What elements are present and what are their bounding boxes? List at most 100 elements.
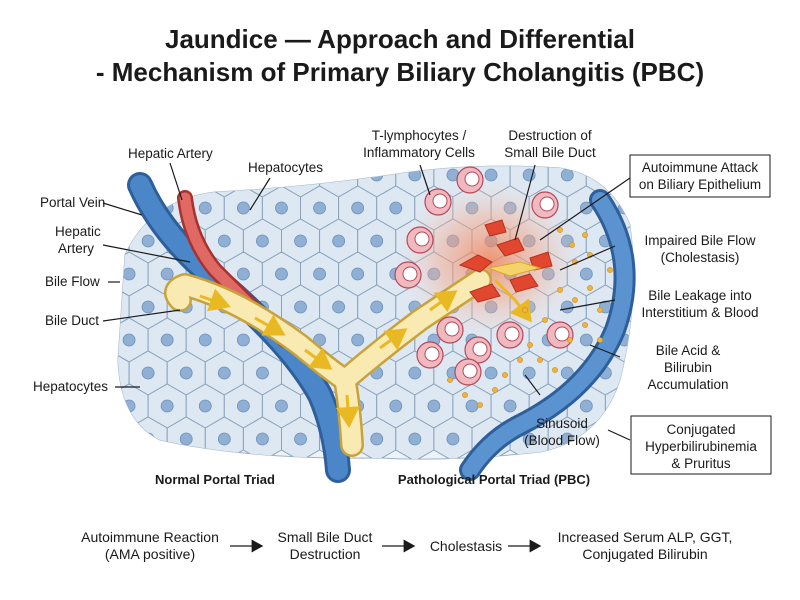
label-accumulation-line2: Bilirubin <box>664 360 712 375</box>
bile-leak-dot <box>569 242 575 248</box>
hepatocyte-nucleus <box>370 234 384 248</box>
caption-normal-portal-triad: Normal Portal Triad <box>155 472 275 487</box>
t-lymphocyte-nucleus <box>414 231 430 247</box>
hepatocyte-nucleus <box>351 201 365 215</box>
bile-leak-dot <box>607 267 613 273</box>
hepatocyte-nucleus <box>598 432 612 446</box>
hepatocyte-nucleus <box>217 234 231 248</box>
hepatocyte-nucleus <box>332 234 346 248</box>
bile-leak-dot <box>597 337 603 343</box>
label-conjugated-line2: Hyperbilirubinemia <box>645 439 757 454</box>
leader-lines <box>102 162 631 441</box>
flow-step-3: Cholestasis <box>430 538 502 554</box>
hepatocyte-nucleus <box>104 433 116 445</box>
label-hepatic-artery-line2: Artery <box>58 241 94 256</box>
bile-leak-dot <box>597 307 603 313</box>
flow-step-1-line2: (AMA positive) <box>105 546 195 562</box>
label-accumulation-line3: Accumulation <box>647 377 728 392</box>
hepatocyte-nucleus <box>236 201 250 215</box>
label-bile-duct: Bile Duct <box>45 313 99 328</box>
hepatocyte-nucleus <box>217 432 231 446</box>
hepatocyte-nucleus <box>104 301 116 313</box>
flow-step-4-line2: Conjugated Bilirubin <box>582 546 707 562</box>
label-destruction-line1: Destruction of <box>508 128 592 143</box>
hepatocyte-nucleus <box>522 366 536 380</box>
label-conjugated-line3: & Pruritus <box>671 456 731 471</box>
hepatocyte-nucleus <box>408 366 422 380</box>
hepatocyte-nucleus <box>695 202 707 214</box>
t-lymphocyte-nucleus <box>554 326 570 342</box>
hepatocyte-nucleus <box>256 234 269 248</box>
bile-leak-dot <box>517 357 523 363</box>
label-t-lymphocytes-line2: Inflammatory Cells <box>363 145 475 160</box>
title-line-1: Jaundice — Approach and Differential <box>164 24 635 54</box>
hepatocyte-nucleus <box>141 234 155 248</box>
hepatocyte-nucleus <box>408 432 422 446</box>
hepatocyte-nucleus <box>236 399 250 413</box>
flow-step-2-line2: Destruction <box>290 546 361 562</box>
hepatocyte-nucleus <box>198 201 212 215</box>
bile-leakage-dots <box>447 227 613 408</box>
t-lymphocyte-nucleus <box>402 266 418 282</box>
t-lymphocyte-nucleus <box>424 346 440 362</box>
hepatocyte-nucleus <box>522 168 536 182</box>
flow-step-1-line1: Autoimmune Reaction <box>81 529 219 545</box>
hepatocyte-nucleus <box>160 267 174 281</box>
hepatocyte-cell <box>118 416 130 460</box>
hepatocyte-nucleus <box>389 399 403 413</box>
label-sinusoid-line2: (Blood Flow) <box>524 433 600 448</box>
t-lymphocytes <box>394 166 574 386</box>
hepatocyte-nucleus <box>179 366 193 380</box>
label-t-lymphocytes-line1: T-lymphocytes / <box>372 128 467 143</box>
label-destruction-line2: Small Bile Duct <box>504 145 596 160</box>
hepatocyte-nucleus <box>104 169 116 181</box>
caption-pathological-portal-triad: Pathological Portal Triad (PBC) <box>398 472 590 487</box>
t-lymphocyte-nucleus <box>444 321 460 337</box>
bile-leak-dot <box>502 372 508 378</box>
hepatocyte-nucleus <box>141 432 155 446</box>
hepatocyte-nucleus <box>370 168 384 182</box>
label-bile-flow: Bile Flow <box>45 274 100 289</box>
bile-leak-dot <box>582 232 588 238</box>
damaged-duct-fragments <box>458 219 553 323</box>
hepatocyte-nucleus <box>465 399 479 413</box>
hepatocyte-nucleus <box>332 300 346 314</box>
hepatocyte-nucleus <box>579 399 593 413</box>
hepatocyte-nucleus <box>484 366 498 380</box>
hepatocyte-nucleus <box>160 399 174 413</box>
hepatocyte-nucleus <box>294 300 307 314</box>
label-autoimmune-line1: Autoimmune Attack <box>642 160 759 175</box>
hepatocyte-nucleus <box>122 333 136 347</box>
label-leakage-line2: Interstitium & Blood <box>641 305 758 320</box>
autoimmune-attack-box <box>629 154 771 198</box>
title-line-2: - Mechanism of Primary Biliary Cholangit… <box>95 57 705 87</box>
label-hepatocytes-top: Hepatocytes <box>248 160 323 175</box>
hepatocyte-nucleus <box>217 366 231 380</box>
bile-leak-dot <box>522 307 528 313</box>
t-lymphocyte-nucleus <box>472 341 488 357</box>
hepatocyte-nucleus <box>313 267 326 281</box>
hepatocyte-nucleus <box>275 267 288 281</box>
hepatocyte-nucleus <box>695 400 707 412</box>
hepatocyte-nucleus <box>141 300 155 314</box>
flow-step-4-line1: Increased Serum ALP, GGT, <box>558 529 733 545</box>
hepatocyte-nucleus <box>657 268 669 280</box>
hepatocyte-nucleus <box>313 201 326 215</box>
hepatocyte-nucleus <box>256 366 269 380</box>
hepatocyte-nucleus <box>198 333 212 347</box>
bile-leak-dot <box>552 367 558 373</box>
label-hepatic-artery-line1: Hepatic <box>55 224 101 239</box>
hepatocyte-nucleus <box>179 432 193 446</box>
hepatocyte-nucleus <box>560 366 574 380</box>
t-lymphocyte-nucleus <box>504 326 520 342</box>
label-leakage-line1: Bile Leakage into <box>648 288 752 303</box>
bile-leak-dot <box>492 387 498 393</box>
hepatocyte-nucleus <box>256 432 269 446</box>
hepatocyte-nucleus <box>122 267 136 281</box>
hepatocyte-cell <box>118 166 130 198</box>
label-impaired-line2: (Cholestasis) <box>661 250 740 265</box>
hepatocyte-nucleus <box>217 168 231 182</box>
hepatocyte-nucleus <box>351 333 365 347</box>
hepatocyte-nucleus <box>179 168 193 182</box>
